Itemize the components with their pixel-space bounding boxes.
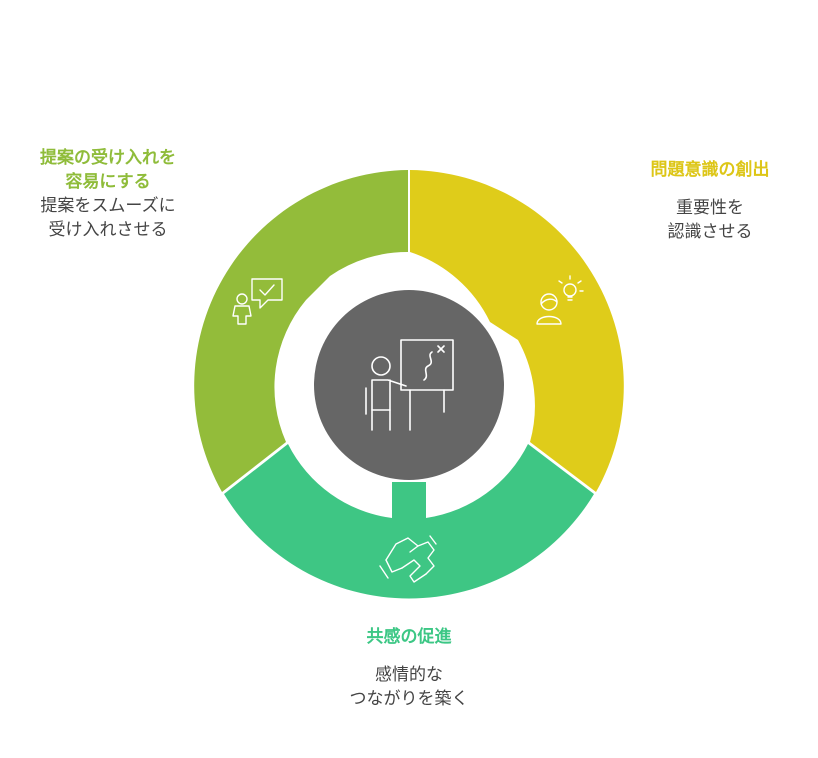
person-lightbulb-icon [536,275,584,325]
desc-proposal-line1: 提案をスムーズに [40,196,176,216]
label-empathy: 共感の促進 感情的な つながりを築く [309,625,509,711]
title-proposal-line2: 容易にする [65,172,151,192]
desc-awareness-line2: 認識させる [667,222,753,242]
desc-empathy-line2: つながりを築く [349,689,469,709]
center-circle [314,290,504,480]
segment-awareness [410,170,624,492]
label-proposal: 提案の受け入れを 容易にする 提案をスムーズに 受け入れさせる [18,146,198,242]
segment-empathy [224,444,594,599]
handshake-icon [379,535,437,583]
title-awareness: 問題意識の創出 [650,160,770,180]
desc-awareness-line1: 重要性を [676,198,744,218]
label-awareness: 問題意識の創出 重要性を 認識させる [630,158,790,244]
title-empathy: 共感の促進 [366,627,452,647]
desc-proposal-line2: 受け入れさせる [48,220,168,240]
desc-empathy-line1: 感情的な [375,665,443,685]
presenter-whiteboard-icon [365,339,454,431]
person-checkmark-speech-icon [232,278,283,325]
segment-proposal [194,170,408,492]
title-proposal-line1: 提案の受け入れを [40,148,176,168]
